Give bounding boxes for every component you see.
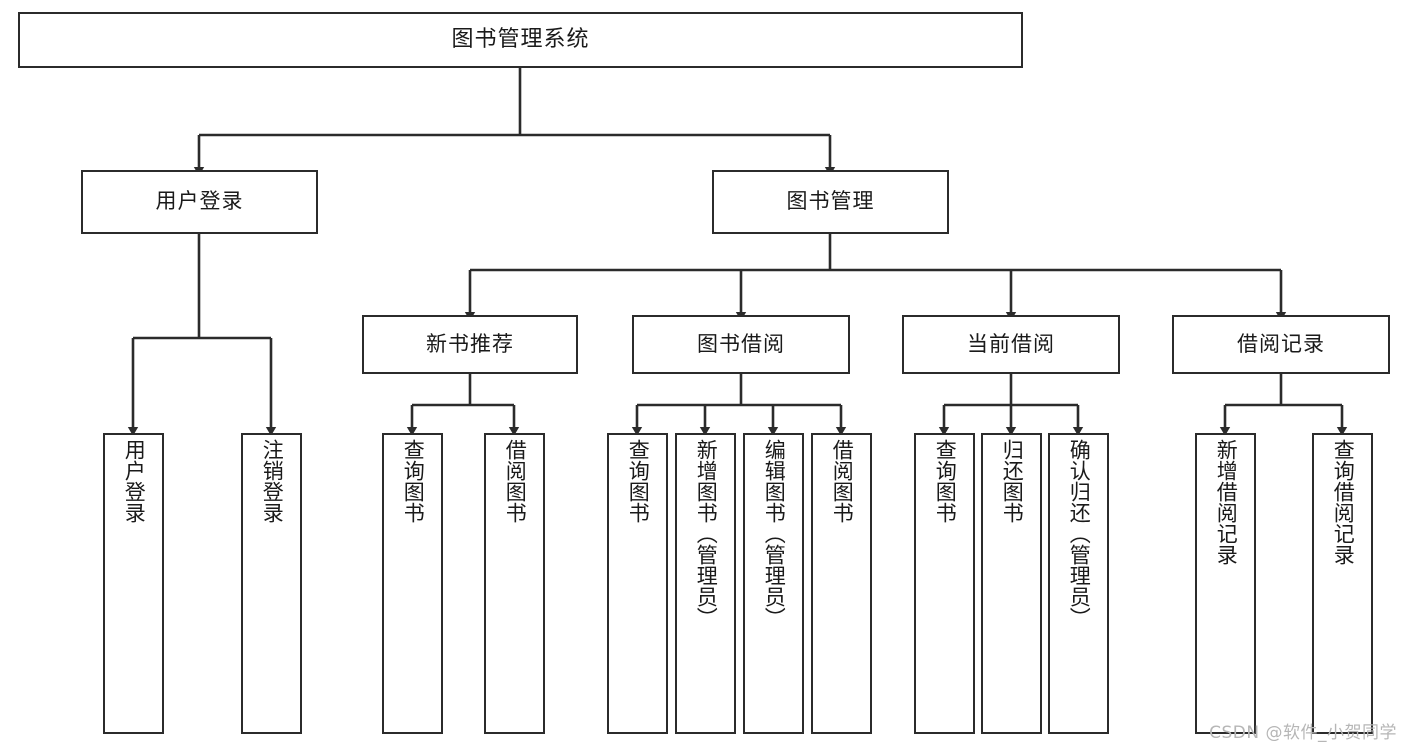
leaf-new-book-query[interactable]: 查询图书 <box>382 433 443 734</box>
leaf-current-borrow-query[interactable]: 查询图书 <box>914 433 975 734</box>
leaf-label: 归还图书 <box>1000 439 1025 523</box>
leaf-label: 用户登录 <box>122 439 147 523</box>
leaf-borrow-record-add[interactable]: 新增借阅记录 <box>1195 433 1256 734</box>
leaf-label: 编辑图书（管理员） <box>762 439 787 628</box>
leaf-book-borrow-add[interactable]: 新增图书（管理员） <box>675 433 736 734</box>
leaf-label: 新增图书（管理员） <box>694 439 719 628</box>
leaf-book-borrow-edit[interactable]: 编辑图书（管理员） <box>743 433 804 734</box>
leaf-label: 注销登录 <box>260 439 285 523</box>
leaf-label: 查询借阅记录 <box>1331 439 1356 565</box>
leaf-book-borrow-query[interactable]: 查询图书 <box>607 433 668 734</box>
node-borrow-record[interactable]: 借阅记录 <box>1172 315 1390 374</box>
node-root[interactable]: 图书管理系统 <box>18 12 1023 68</box>
leaf-current-borrow-return[interactable]: 归还图书 <box>981 433 1042 734</box>
leaf-user-login-logout[interactable]: 注销登录 <box>241 433 302 734</box>
node-book-borrow[interactable]: 图书借阅 <box>632 315 850 374</box>
leaf-label: 查询图书 <box>626 439 651 523</box>
leaf-borrow-record-query[interactable]: 查询借阅记录 <box>1312 433 1373 734</box>
node-current-borrow[interactable]: 当前借阅 <box>902 315 1120 374</box>
leaf-current-borrow-confirm[interactable]: 确认归还（管理员） <box>1048 433 1109 734</box>
leaf-label: 确认归还（管理员） <box>1067 439 1092 628</box>
leaf-book-borrow-borrow[interactable]: 借阅图书 <box>811 433 872 734</box>
leaf-label: 查询图书 <box>933 439 958 523</box>
node-book-manage[interactable]: 图书管理 <box>712 170 949 234</box>
csdn-watermark: CSDN @软件_小贺同学 <box>1209 723 1397 743</box>
node-new-book-recommend[interactable]: 新书推荐 <box>362 315 578 374</box>
node-user-login[interactable]: 用户登录 <box>81 170 318 234</box>
leaf-label: 查询图书 <box>401 439 426 523</box>
leaf-label: 借阅图书 <box>503 439 528 523</box>
leaf-label: 借阅图书 <box>830 439 855 523</box>
leaf-user-login-login[interactable]: 用户登录 <box>103 433 164 734</box>
leaf-label: 新增借阅记录 <box>1214 439 1239 565</box>
leaf-new-book-borrow[interactable]: 借阅图书 <box>484 433 545 734</box>
